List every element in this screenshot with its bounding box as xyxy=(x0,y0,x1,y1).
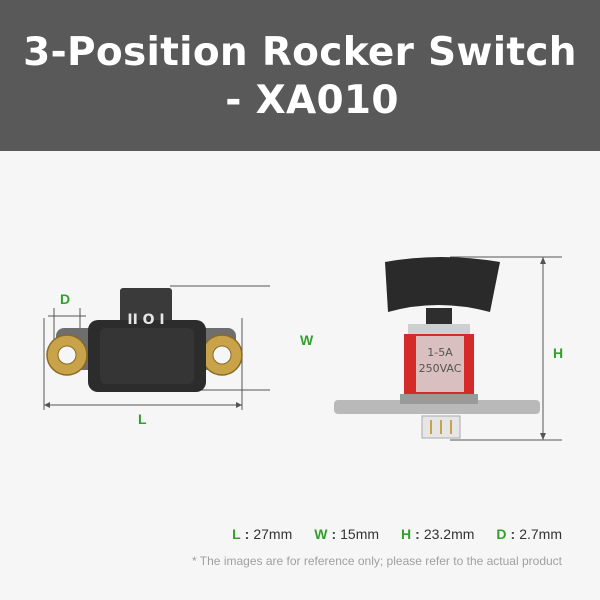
page-title: 3-Position Rocker Switch xyxy=(23,30,577,75)
front-dimension-lines xyxy=(43,285,270,410)
spec-separator: : xyxy=(331,526,337,542)
rating-voltage: 250VAC xyxy=(419,362,462,375)
header-banner: 3-Position Rocker Switch - XA010 xyxy=(0,0,600,151)
spec-key: D xyxy=(496,526,507,542)
dimension-label-l: L xyxy=(138,411,147,427)
page-title-model: - XA010 xyxy=(225,78,399,123)
metal-housing xyxy=(408,324,470,334)
spec-value: 27mm xyxy=(253,526,293,542)
spec-key: L xyxy=(232,526,241,542)
spec-list: L:27mm W:15mm H:23.2mm D:2.7mm xyxy=(232,526,562,542)
rocker-face xyxy=(100,328,194,384)
base-plate xyxy=(334,400,540,414)
spec-separator: : xyxy=(415,526,420,542)
switch-marking: II O I xyxy=(127,312,164,328)
spec-item-l: L:27mm xyxy=(232,526,292,542)
spec-key: H xyxy=(401,526,412,542)
metal-frame xyxy=(416,336,464,392)
spec-key: W xyxy=(314,526,328,542)
dimension-label-w: W xyxy=(300,332,314,348)
front-view-illustration: II O I xyxy=(43,285,270,410)
spec-separator: : xyxy=(244,526,250,542)
spec-item-d: D:2.7mm xyxy=(496,526,562,542)
actuator-stem xyxy=(426,308,452,328)
side-dimension-lines xyxy=(450,256,562,441)
spec-item-w: W:15mm xyxy=(314,526,379,542)
dimension-label-h: H xyxy=(553,345,564,361)
rocker-actuator xyxy=(385,257,500,312)
spec-value: 2.7mm xyxy=(519,526,562,542)
rating-current: 1-5A xyxy=(427,346,453,359)
side-view-illustration: 1-5A 250VAC xyxy=(334,256,562,441)
spec-value: 23.2mm xyxy=(423,526,475,542)
disclaimer-note: * The images are for reference only; ple… xyxy=(192,554,562,568)
spec-value: 15mm xyxy=(340,526,380,542)
dimension-label-d: D xyxy=(60,291,71,307)
spec-separator: : xyxy=(510,526,516,542)
spec-item-h: H:23.2mm xyxy=(401,526,474,542)
switch-tab xyxy=(120,288,172,328)
